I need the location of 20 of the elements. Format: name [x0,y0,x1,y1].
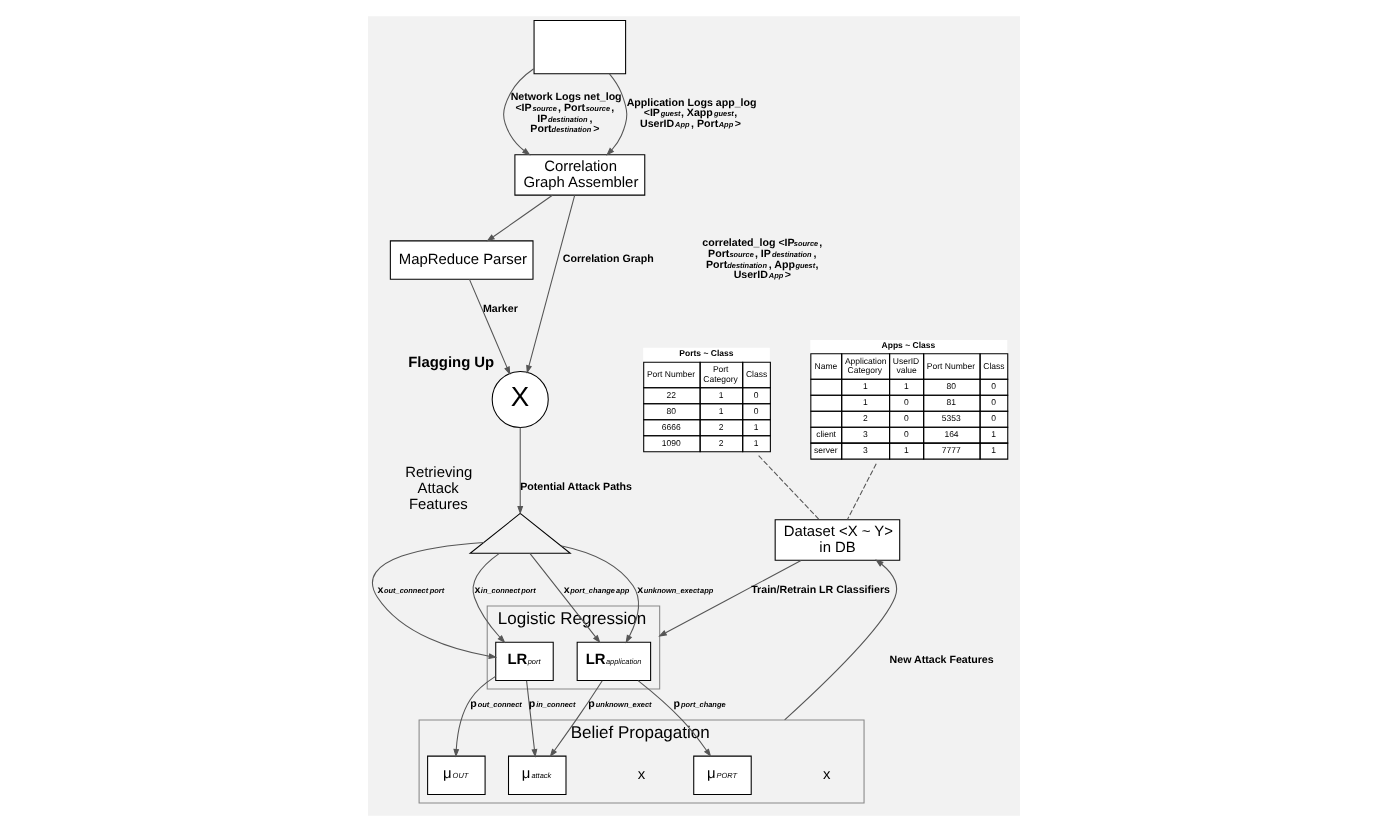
arrow [468,278,511,376]
arrow [472,552,506,644]
arrow [526,680,538,758]
arrow [658,559,802,637]
arrow [526,194,576,374]
arrow [503,68,535,156]
arrow [549,680,603,758]
connector [846,463,877,521]
node-box [533,20,627,75]
arrow [453,675,497,758]
connector [758,455,820,521]
arrow [560,545,639,644]
arrow [606,73,628,156]
arrow [372,541,498,660]
arrow [529,552,601,644]
node-circle: X [491,370,549,429]
arrow [486,194,553,242]
arrow [784,559,898,721]
arrow [517,427,524,515]
arrow [637,680,712,758]
